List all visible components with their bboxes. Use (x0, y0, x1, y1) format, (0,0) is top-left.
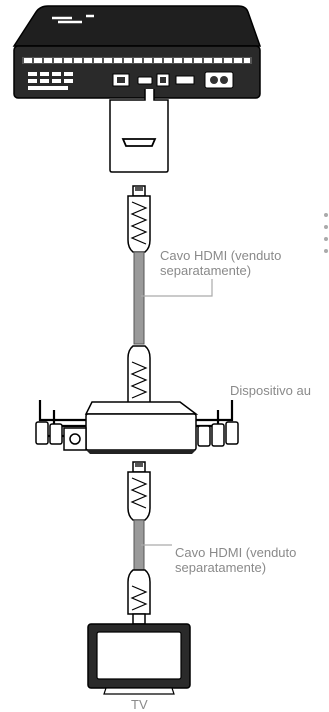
margin-mark (324, 237, 328, 241)
ps3-console (12, 5, 262, 99)
audio-device-label: Dispositivo au (230, 383, 311, 398)
tv (87, 623, 191, 695)
cable-top-label: Cavo HDMI (venduto separatamente) (160, 248, 281, 278)
hdmi-cable-top (127, 185, 151, 415)
hdmi-port-callout (109, 89, 169, 173)
margin-mark (324, 225, 328, 229)
margin-mark (324, 249, 328, 253)
cable-top-label-line2: separatamente) (160, 263, 252, 278)
cable-bottom-label: Cavo HDMI (venduto separatamente) (175, 545, 296, 575)
cable-top-label-line1: Cavo HDMI (venduto (160, 248, 282, 263)
audio-device (35, 400, 239, 454)
margin-mark (324, 213, 328, 217)
tv-label: TV (131, 697, 148, 712)
cable-bottom-label-line1: Cavo HDMI (venduto (175, 545, 297, 560)
cable-bottom-label-line2: separatamente) (175, 560, 267, 575)
hdmi-cable-bottom (127, 461, 151, 625)
